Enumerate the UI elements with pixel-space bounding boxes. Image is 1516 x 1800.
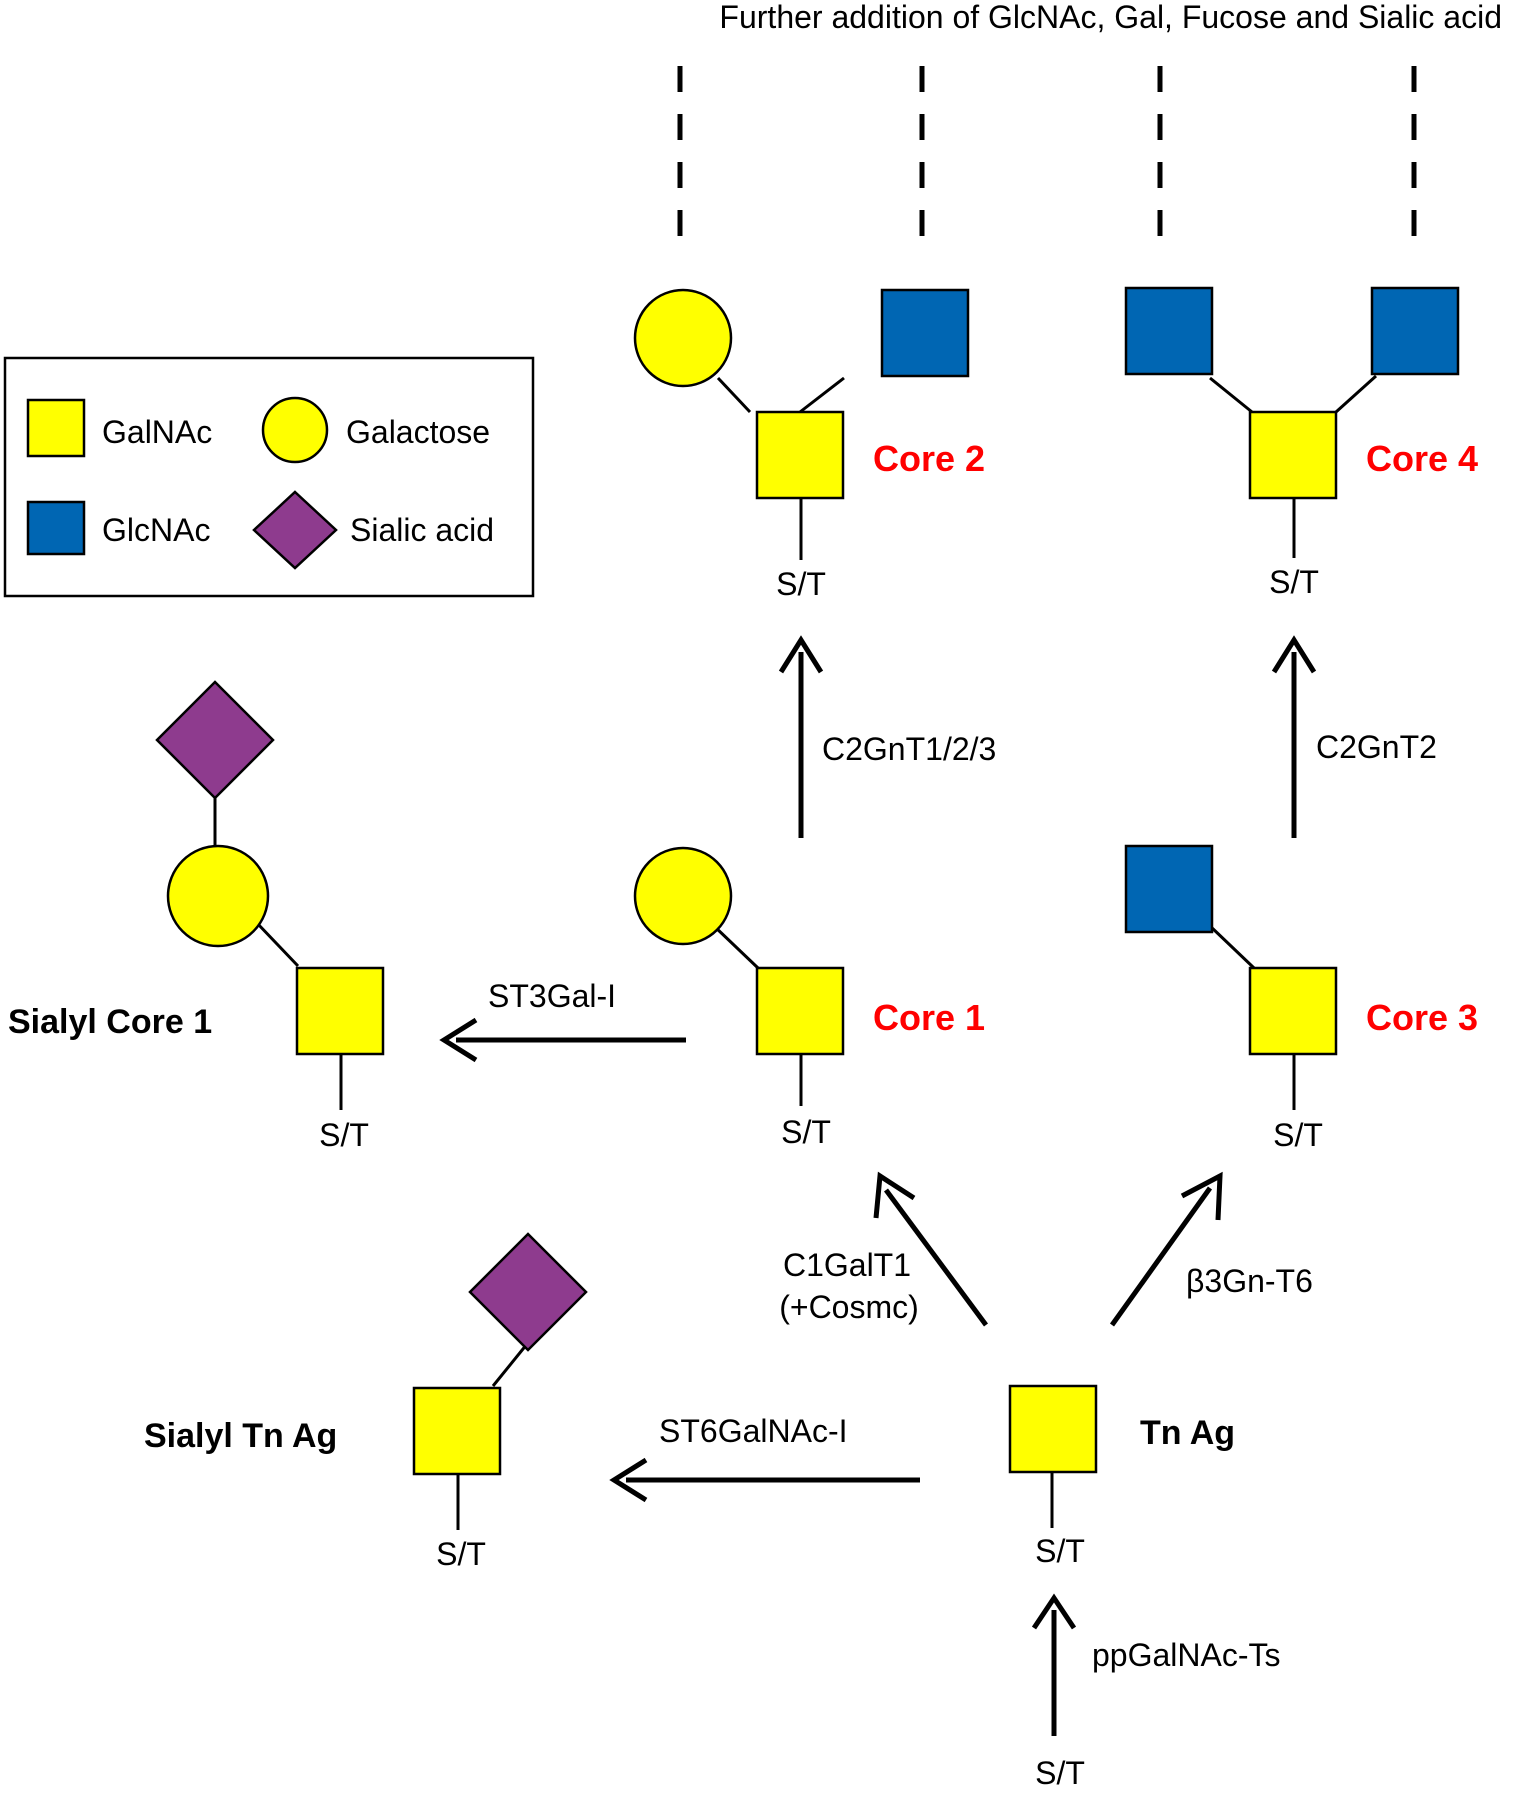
galnac-legend-icon [26, 398, 86, 458]
core-4-structure: Core 4 S/T [1124, 286, 1478, 600]
galnac-icon [412, 1386, 502, 1476]
start-site: S/T [1035, 1755, 1085, 1791]
extension-lines [677, 66, 1417, 250]
galnac-icon [1248, 410, 1338, 500]
enzyme-c2gnt2: C2GnT2 [1316, 729, 1437, 765]
core-2-site: S/T [776, 566, 826, 602]
tn-label: Tn Ag [1140, 1414, 1235, 1452]
sialic-acid-icon [468, 1232, 588, 1352]
core-3-label: Core 3 [1366, 997, 1478, 1038]
enzyme-c1galt1-line2: (+Cosmc) [779, 1289, 919, 1325]
arrow-core3-to-core4 [1271, 635, 1317, 838]
tn-structure: Tn Ag S/T [1008, 1384, 1235, 1569]
core-1-structure: Core 1 S/T [633, 846, 985, 1150]
arrow-core1-to-core2 [778, 635, 824, 838]
core-4-site: S/T [1269, 564, 1319, 600]
sialyl-core-1-label: Sialyl Core 1 [8, 1003, 212, 1041]
core-3-site: S/T [1273, 1117, 1323, 1153]
core-2-label: Core 2 [873, 438, 985, 479]
sialyl-tn-label: Sialyl Tn Ag [144, 1417, 337, 1455]
legend: GalNAc Galactose GlcNAc Sialic acid [3, 356, 535, 598]
legend-box [3, 356, 535, 598]
galnac-icon [755, 410, 845, 500]
glcnac-icon [1124, 844, 1214, 934]
sialyl-tn-site: S/T [436, 1536, 486, 1572]
enzyme-ppgalnac: ppGalNAc-Ts [1092, 1637, 1281, 1673]
glcnac-legend-icon [26, 500, 86, 556]
sialic-acid-icon [155, 680, 275, 800]
sialyl-core-1-structure: Sialyl Core 1 S/T [8, 680, 385, 1153]
legend-label-sialic-acid: Sialic acid [350, 512, 494, 548]
sialic-acid-legend-icon [252, 490, 338, 570]
galactose-legend-icon [261, 396, 329, 464]
legend-label-galactose: Galactose [346, 414, 490, 450]
glcnac-icon [880, 288, 970, 378]
galnac-icon [295, 966, 385, 1056]
core-3-structure: Core 3 S/T [1124, 844, 1478, 1153]
enzyme-b3gnt6: β3Gn-T6 [1186, 1263, 1313, 1299]
legend-label-glcnac: GlcNAc [102, 512, 210, 548]
arrow-core1-to-sialyl-core1 [439, 1017, 686, 1063]
core-2-structure: Core 2 S/T [633, 288, 985, 602]
galactose-icon [633, 846, 733, 946]
arrow-start-to-tn [1031, 1593, 1077, 1736]
header-text: Further addition of GlcNAc, Gal, Fucose … [719, 0, 1502, 35]
core-4-label: Core 4 [1366, 438, 1478, 479]
enzyme-st3gal: ST3Gal-I [488, 978, 616, 1014]
sialyl-tn-structure: Sialyl Tn Ag S/T [144, 1232, 588, 1572]
arrow-tn-to-core3 [1109, 1171, 1223, 1327]
sialyl-core-1-site: S/T [319, 1117, 369, 1153]
enzyme-c2gnt123: C2GnT1/2/3 [822, 731, 996, 767]
arrow-tn-to-core1 [873, 1171, 989, 1327]
core-1-label: Core 1 [873, 997, 985, 1038]
legend-label-galnac: GalNAc [102, 414, 212, 450]
galactose-icon [633, 288, 733, 388]
glcnac-icon [1124, 286, 1214, 376]
tn-site: S/T [1035, 1533, 1085, 1569]
galnac-icon [1008, 1384, 1098, 1474]
arrow-tn-to-sialyl-tn [609, 1457, 920, 1503]
galnac-icon [1248, 966, 1338, 1056]
enzyme-c1galt1-line1: C1GalT1 [783, 1247, 911, 1283]
galactose-icon [166, 844, 270, 948]
enzyme-st6galnac: ST6GalNAc-I [659, 1413, 847, 1449]
galnac-icon [755, 966, 845, 1056]
glcnac-icon [1370, 286, 1460, 376]
core-1-site: S/T [781, 1114, 831, 1150]
